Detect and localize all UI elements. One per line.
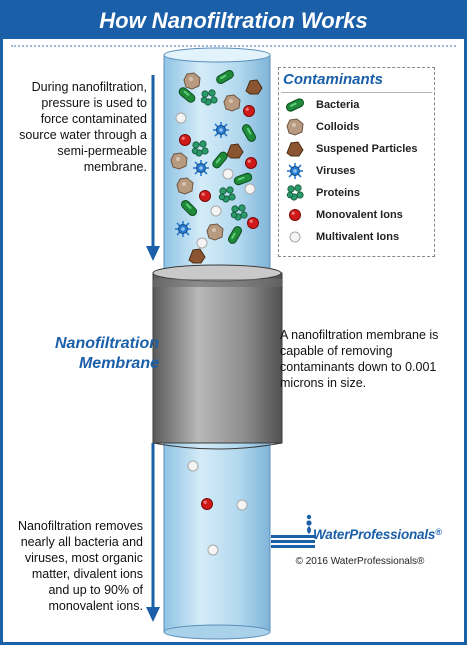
- legend-item-viruses: Viruses: [283, 161, 433, 181]
- legend-item-suspended-particles: Suspened Particles: [283, 139, 433, 159]
- legend-label: Bacteria: [316, 99, 360, 111]
- virus-particle: [212, 121, 230, 139]
- legend-label: Monovalent Ions: [316, 209, 403, 221]
- legend-item-monovalent-ions: Monovalent Ions: [283, 205, 433, 225]
- lower-pipe: [163, 432, 271, 633]
- membrane-label: Nanofiltration Membrane: [55, 335, 159, 372]
- pipe-illustration: [146, 47, 283, 640]
- suspended-particle-icon: [286, 141, 304, 157]
- membrane-housing: [152, 272, 283, 444]
- legend-label: Multivalent Ions: [316, 231, 400, 243]
- removal-text: Nanofiltration removes nearly all bacter…: [17, 519, 143, 613]
- monovalent-ion: [199, 190, 211, 202]
- page-title: How Nanofiltration Works: [99, 8, 368, 33]
- colloid-particle: [170, 152, 188, 170]
- colloid-particle: [183, 72, 201, 90]
- virus-icon: [286, 162, 304, 180]
- multivalent-ion: [222, 168, 234, 180]
- contaminants-legend: Contaminants Bacteria Colloids Suspened …: [278, 67, 435, 257]
- monovalent-ion: [247, 217, 259, 229]
- waterprofessionals-logo: WaterProfessionals®: [265, 513, 465, 549]
- bacteria-icon: [284, 97, 306, 113]
- intro-text: During nanofiltration, pressure is used …: [19, 80, 147, 174]
- multivalent-ion: [196, 237, 208, 249]
- monovalent-ion: [179, 134, 191, 146]
- legend-label: Colloids: [316, 121, 360, 133]
- multivalent-ion: [207, 544, 219, 556]
- colloid-particle: [206, 223, 224, 241]
- registered-mark: ®: [435, 527, 442, 537]
- protein-icon: [286, 184, 304, 201]
- colloid-icon: [286, 118, 304, 136]
- legend-title: Contaminants: [283, 71, 384, 88]
- water-drop-logo-icon: [271, 514, 315, 548]
- multivalent-ion-icon: [289, 231, 301, 243]
- logo-wordmark-text: WaterProfessionals: [313, 527, 436, 542]
- legend-item-bacteria: Bacteria: [283, 95, 433, 115]
- legend-item-multivalent-ions: Multivalent Ions: [283, 227, 433, 247]
- membrane-bottom-rim: [152, 442, 283, 450]
- monovalent-ion: [245, 157, 257, 169]
- lower-pipe-end: [163, 624, 271, 640]
- virus-particle: [192, 159, 210, 177]
- legend-label: Proteins: [316, 187, 361, 199]
- upper-pipe-opening: [163, 47, 271, 63]
- copyright-text: © 2016 WaterProfessionals®: [295, 556, 425, 567]
- monovalent-ion-icon: [289, 209, 301, 221]
- membrane-collar: [153, 279, 282, 287]
- membrane-top-rim: [152, 264, 282, 282]
- monovalent-ion: [201, 498, 213, 510]
- title-bar: How Nanofiltration Works: [3, 3, 464, 39]
- legend-item-colloids: Colloids: [283, 117, 433, 137]
- multivalent-ion: [187, 460, 199, 472]
- legend-label: Suspened Particles: [316, 143, 418, 155]
- title-divider: [11, 45, 456, 47]
- colloid-particle: [223, 94, 241, 112]
- logo-wordmark: WaterProfessionals®: [313, 527, 442, 542]
- flow-arrow-upper: [146, 75, 160, 261]
- multivalent-ion: [236, 499, 248, 511]
- multivalent-ion: [210, 205, 222, 217]
- legend-item-proteins: Proteins: [283, 183, 433, 203]
- legend-divider: [281, 92, 432, 93]
- membrane-note: A nanofiltration membrane is capable of …: [280, 328, 439, 390]
- colloid-particle: [176, 177, 194, 195]
- legend-label: Viruses: [316, 165, 356, 177]
- virus-particle: [174, 220, 192, 238]
- multivalent-ion: [244, 183, 256, 195]
- multivalent-ion: [175, 112, 187, 124]
- monovalent-ion: [243, 105, 255, 117]
- flow-arrow-lower: [146, 443, 160, 622]
